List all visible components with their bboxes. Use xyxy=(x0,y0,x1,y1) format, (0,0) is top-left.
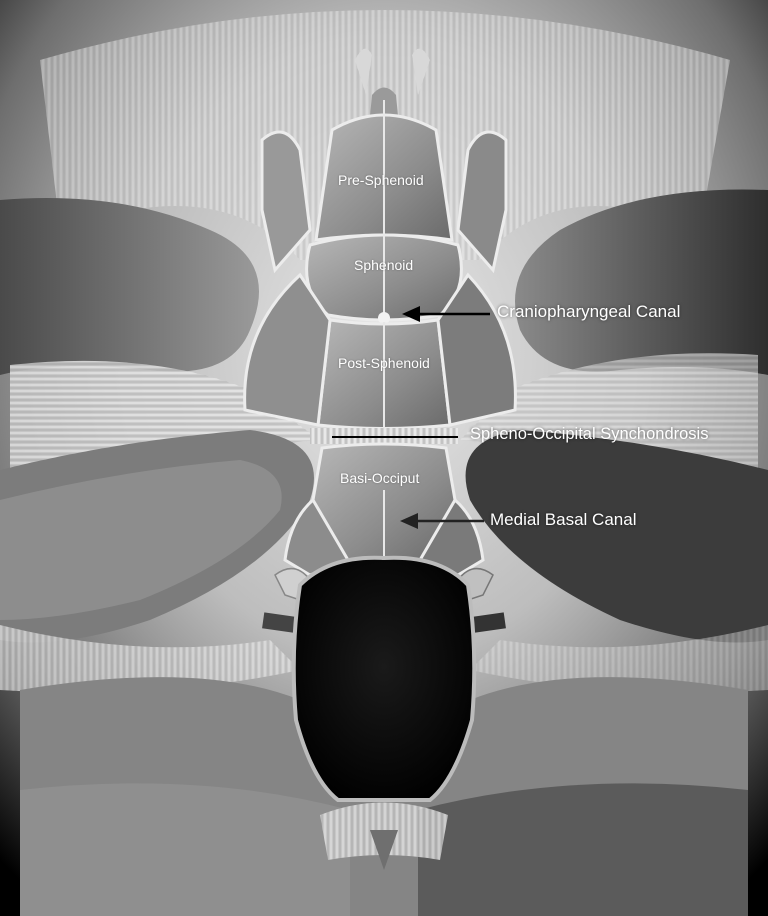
foramen-magnum xyxy=(294,558,475,800)
